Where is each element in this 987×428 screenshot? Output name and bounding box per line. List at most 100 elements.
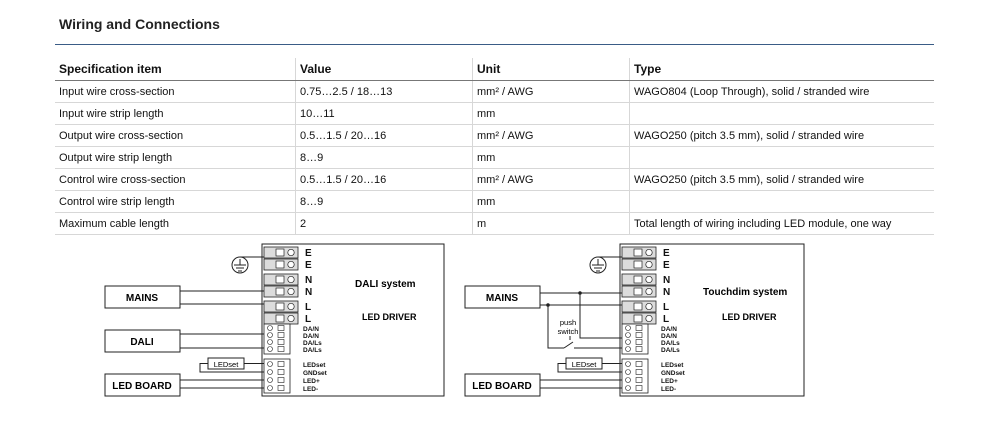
led-board-wires: [180, 379, 264, 389]
push-switch-icon: [560, 336, 622, 349]
cell-unit: mm: [472, 190, 630, 213]
cell-unit: mm² / AWG: [472, 168, 630, 191]
control-terminal-strip: [621, 323, 649, 355]
driver-label: LED DRIVER: [722, 312, 777, 322]
dali-label: DALI: [130, 337, 154, 348]
mains-wires: [180, 290, 264, 305]
terminal-label-ledset: LEDset: [303, 362, 326, 369]
ledset-label: LEDset: [572, 360, 598, 369]
cell-value: 10…11: [295, 102, 473, 125]
touchdim-wiring-diagram: E E N N L L DA/N DA/N DA/Ls DA/Ls LEDset…: [464, 243, 805, 397]
terminal-label-led-plus: LED+: [303, 378, 320, 385]
cell-item: Output wire cross-section: [55, 124, 296, 147]
cell-unit: mm: [472, 146, 630, 169]
terminal-label-n: N: [663, 275, 670, 286]
terminal-label-gndset: GNDset: [303, 370, 328, 377]
cell-item: Output wire strip length: [55, 146, 296, 169]
terminal-label-e: E: [305, 248, 312, 259]
terminal-label-da-ls: DA/Ls: [661, 347, 680, 354]
led-board-wires: [540, 379, 622, 389]
terminal-label-n: N: [305, 275, 312, 286]
cell-unit: mm: [472, 102, 630, 125]
header-unit: Unit: [472, 58, 630, 81]
terminal-label-l: L: [305, 314, 311, 325]
dali-wiring-diagram: E E N N L L DA/N DA/N DA/Ls DA/Ls LEDset: [104, 243, 445, 397]
terminal-label-led-plus: LED+: [661, 378, 678, 385]
section-title: Wiring and Connections: [59, 16, 220, 32]
system-label: DALI system: [355, 279, 416, 290]
cell-unit: m: [472, 212, 630, 235]
control-terminal-strip: [263, 323, 291, 355]
cell-type: WAGO250 (pitch 3.5 mm), solid / stranded…: [629, 168, 934, 191]
cell-type: WAGO804 (Loop Through), solid / stranded…: [629, 80, 934, 103]
ledset-label: LEDset: [214, 360, 240, 369]
terminal-label-l: L: [305, 302, 311, 313]
table-row: Maximum cable length 2 m Total length of…: [55, 212, 934, 235]
junction-dot: [546, 303, 550, 307]
output-terminal-strip: [621, 358, 649, 394]
terminal-label-gndset: GNDset: [661, 370, 686, 377]
led-board-label: LED BOARD: [472, 381, 531, 392]
terminal-label-n: N: [305, 287, 312, 298]
terminal-label-da-ls: DA/Ls: [661, 340, 680, 347]
terminal-label-da-n: DA/N: [303, 333, 319, 340]
cell-value: 2: [295, 212, 473, 235]
cell-item: Control wire strip length: [55, 190, 296, 213]
terminal-label-e: E: [663, 248, 670, 259]
terminal-label-da-ls: DA/Ls: [303, 347, 322, 354]
cell-item: Input wire cross-section: [55, 80, 296, 103]
header-value: Value: [295, 58, 473, 81]
mains-box: [104, 285, 181, 309]
push-switch-label: switch: [558, 327, 579, 336]
terminal-label-e: E: [663, 260, 670, 271]
led-board-box: [464, 373, 541, 397]
cell-value: 0.75…2.5 / 18…13: [295, 80, 473, 103]
ledset-wires: [199, 363, 264, 373]
terminal-label-l: L: [663, 302, 669, 313]
driver-label: LED DRIVER: [362, 312, 417, 322]
cell-type: [629, 102, 934, 125]
cell-item: Maximum cable length: [55, 212, 296, 235]
title-divider: [55, 44, 934, 45]
header-spec-item: Specification item: [55, 58, 296, 81]
table-row: Control wire strip length 8…9 mm: [55, 190, 934, 213]
table-header-row: Specification item Value Unit Type: [55, 58, 934, 81]
header-type: Type: [629, 58, 934, 81]
power-terminal-strip: [263, 246, 299, 325]
cell-type: Total length of wiring including LED mod…: [629, 212, 934, 235]
ground-icon: [231, 256, 264, 274]
terminal-label-da-n: DA/N: [661, 333, 677, 340]
table-row: Input wire strip length 10…11 mm: [55, 102, 934, 125]
cell-item: Input wire strip length: [55, 102, 296, 125]
cell-unit: mm² / AWG: [472, 124, 630, 147]
mains-label: MAINS: [486, 293, 519, 304]
terminal-label-da-ls: DA/Ls: [303, 340, 322, 347]
cell-value: 8…9: [295, 146, 473, 169]
ledset-wires: [557, 363, 622, 373]
terminal-label-led-minus: LED-: [303, 386, 318, 393]
terminal-label-led-minus: LED-: [661, 386, 676, 393]
cell-value: 8…9: [295, 190, 473, 213]
terminal-label-da-n: DA/N: [661, 326, 677, 333]
table-row: Control wire cross-section 0.5…1.5 / 20……: [55, 168, 934, 191]
ground-icon: [589, 256, 622, 274]
output-terminal-strip: [263, 358, 291, 394]
terminal-label-n: N: [663, 287, 670, 298]
terminal-label-l: L: [663, 314, 669, 325]
mains-box: [464, 285, 541, 309]
dali-box: [104, 329, 181, 353]
push-switch-label: push: [560, 318, 576, 327]
mains-label: MAINS: [126, 293, 159, 304]
cell-type: [629, 146, 934, 169]
cell-item: Control wire cross-section: [55, 168, 296, 191]
mains-wires: [540, 292, 622, 349]
led-board-box: [104, 373, 181, 397]
cell-value: 0.5…1.5 / 20…16: [295, 168, 473, 191]
cell-type: WAGO250 (pitch 3.5 mm), solid / stranded…: [629, 124, 934, 147]
system-label: Touchdim system: [703, 287, 787, 298]
dali-wires: [180, 333, 264, 349]
power-terminal-strip: [621, 246, 657, 325]
table-row: Output wire cross-section 0.5…1.5 / 20…1…: [55, 124, 934, 147]
cell-value: 0.5…1.5 / 20…16: [295, 124, 473, 147]
spec-table: Specification item Value Unit Type Input…: [55, 58, 934, 235]
